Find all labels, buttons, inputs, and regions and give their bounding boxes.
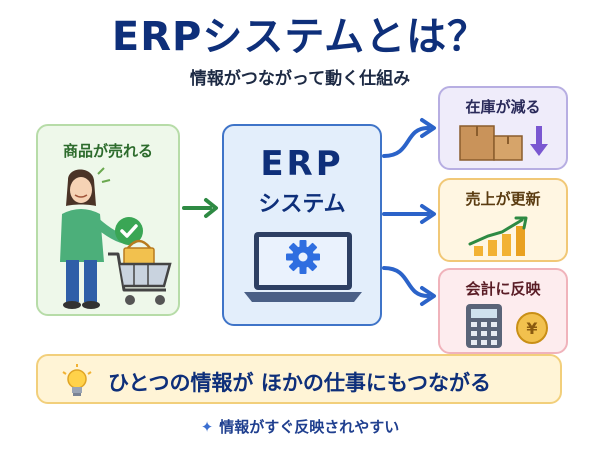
banner-text: ひとつの情報が ほかの仕事にもつながる (108, 371, 491, 395)
page-title: ERPシステムとは？ (111, 14, 489, 60)
boxes-icon (459, 125, 548, 161)
output-inventory: 在庫が減る (438, 86, 568, 170)
svg-text:¥: ¥ (526, 319, 537, 338)
output-sales: 売上が更新 (438, 178, 568, 262)
sale-panel-label: 商品が売れる (62, 142, 153, 160)
flow-arrow-sale-to-erp (182, 198, 218, 218)
check-icon (115, 217, 143, 245)
flow-arrows-erp-to-outputs (382, 118, 436, 306)
erp-subtitle: システム (258, 192, 346, 217)
output-sales-label: 売上が更新 (465, 190, 541, 208)
bag-icon (123, 239, 155, 267)
output-inventory-label: 在庫が減る (465, 98, 541, 116)
key-message-banner: ひとつの情報が ほかの仕事にもつながる (36, 354, 562, 404)
page-subtitle: 情報がつながって動く仕組み (189, 69, 411, 89)
erp-title: ERP (260, 144, 344, 184)
sale-panel: 商品が売れる (36, 124, 180, 316)
sparkle-icon: ✦ (200, 418, 214, 436)
lightbulb-icon (62, 364, 92, 396)
footer-note: ✦ 情報がすぐ反映されやすい (0, 416, 600, 437)
shopper-illustration (60, 167, 135, 309)
output-accounting-label: 会計に反映 (465, 280, 541, 298)
calculator-icon: ¥ (466, 304, 548, 348)
growth-chart-icon (468, 216, 528, 256)
erp-panel: ERP システム (222, 124, 382, 326)
gear-icon (286, 240, 320, 274)
footer-text: 情報がすぐ反映されやすい (219, 418, 400, 436)
cart-icon (108, 252, 172, 305)
output-accounting: 会計に反映 ¥ (438, 268, 568, 354)
